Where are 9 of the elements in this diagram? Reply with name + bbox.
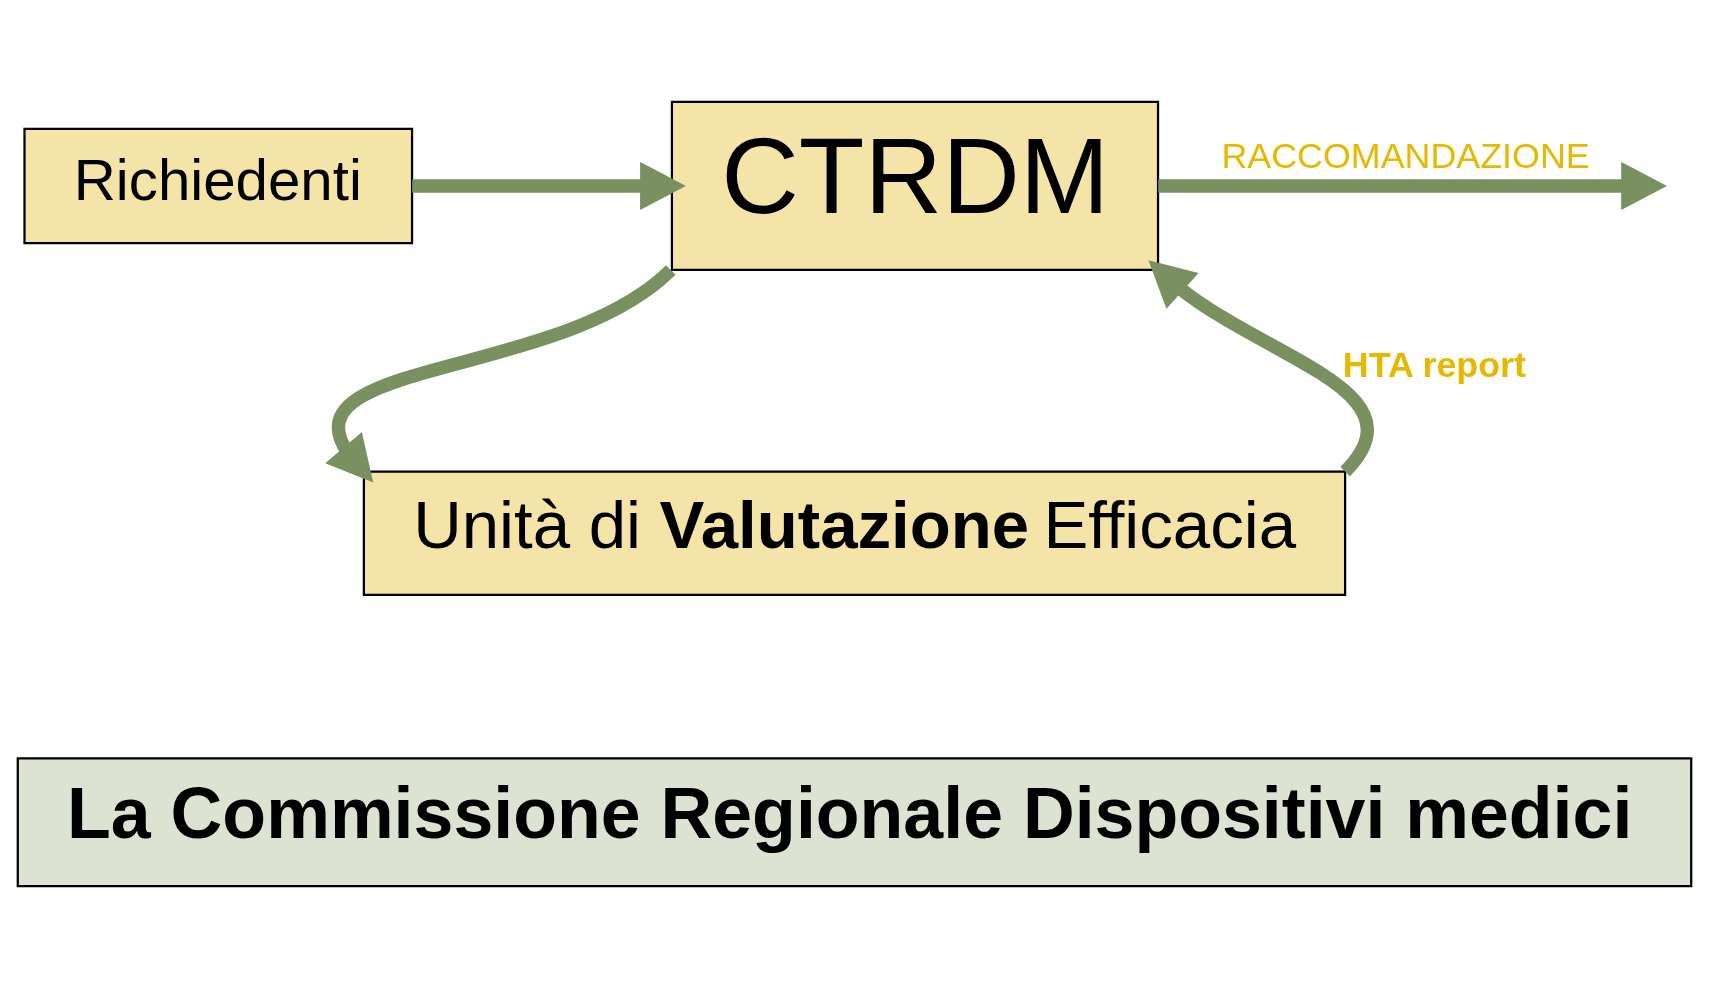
edge-label: RACCOMANDAZIONE xyxy=(1221,135,1590,176)
edge-label: HTA report xyxy=(1342,345,1526,386)
node-box: Richiedenti xyxy=(23,127,414,245)
arrow xyxy=(412,161,686,210)
node-box: CTRDM xyxy=(670,100,1160,272)
arrow xyxy=(325,264,676,483)
arrow xyxy=(1158,161,1667,210)
node-box: Unità di Valutazione Efficacia xyxy=(362,470,1347,596)
node-box: La Commissione Regionale Dispositivi medici xyxy=(16,757,1693,888)
